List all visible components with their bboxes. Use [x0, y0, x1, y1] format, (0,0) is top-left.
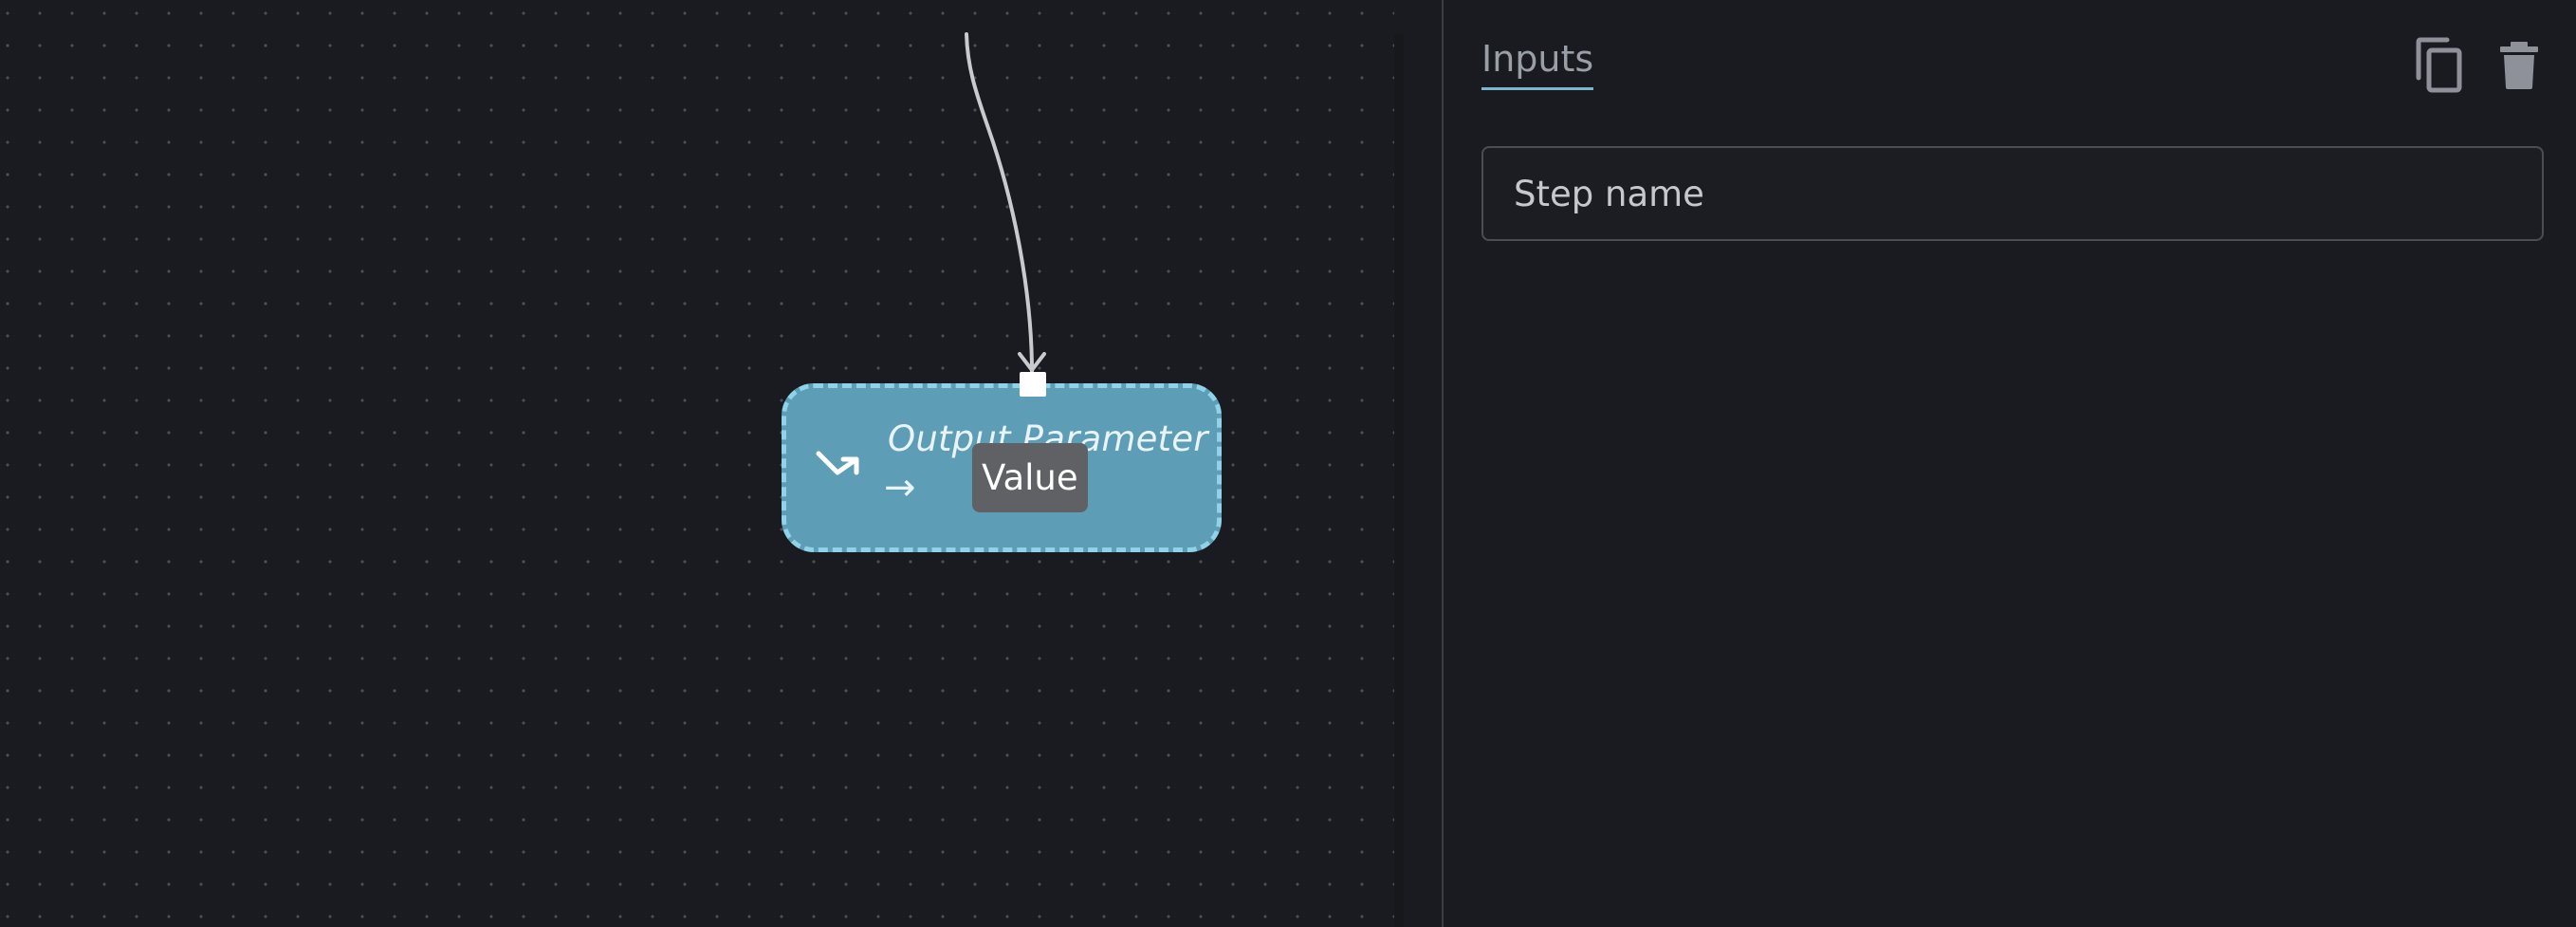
canvas-scrollbar[interactable]: [1394, 34, 1404, 927]
connection-edge[interactable]: [965, 32, 1034, 374]
node-arrow-glyph: →: [884, 466, 916, 510]
node-input-handle[interactable]: [1020, 372, 1046, 397]
copy-icon: [2416, 37, 2462, 93]
tab-inputs[interactable]: Inputs: [1481, 38, 1594, 90]
workflow-canvas[interactable]: Output Parameter → Value: [0, 0, 1394, 927]
trash-icon: [2500, 42, 2538, 89]
value-tooltip: Value: [972, 443, 1088, 512]
properties-panel: Inputs: [1442, 0, 2576, 927]
output-arrow-icon: [816, 451, 859, 475]
copy-button[interactable]: [2413, 36, 2466, 95]
step-name-input[interactable]: [1481, 146, 2544, 241]
delete-button[interactable]: [2493, 36, 2546, 95]
edge-arrowhead: [1018, 352, 1046, 372]
